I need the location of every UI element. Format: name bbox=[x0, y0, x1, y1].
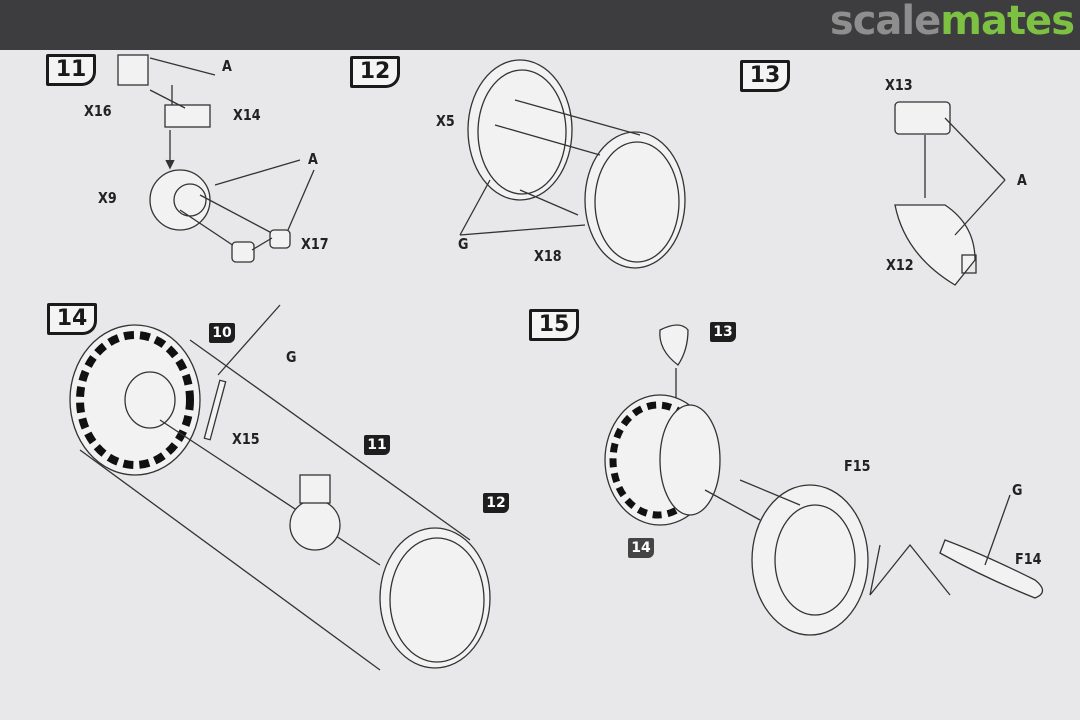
step-13-drawing bbox=[894, 101, 1006, 286]
part-label: X13 bbox=[885, 76, 913, 94]
step-number-11: 11 bbox=[46, 54, 96, 86]
step-11-drawing bbox=[117, 54, 315, 263]
step-14-drawing bbox=[69, 304, 491, 671]
step-number-12: 12 bbox=[350, 56, 400, 88]
watermark-banner: scalemates bbox=[0, 0, 1080, 50]
step-12-drawing bbox=[459, 59, 686, 269]
step-number-14: 14 bbox=[47, 303, 97, 335]
part-label: A bbox=[308, 150, 318, 168]
step-ref-13: 13 bbox=[710, 322, 736, 342]
part-label: F15 bbox=[844, 457, 871, 475]
part-label: G bbox=[1012, 481, 1023, 499]
part-label: X18 bbox=[534, 247, 562, 265]
part-label: G bbox=[286, 348, 297, 366]
part-label: X17 bbox=[301, 235, 329, 253]
step-15-drawing bbox=[604, 324, 1044, 636]
part-label: F14 bbox=[1015, 550, 1042, 568]
step-number-15: 15 bbox=[529, 309, 579, 341]
scalemates-logo: scalemates bbox=[829, 0, 1075, 44]
step-ref-14: 14 bbox=[628, 538, 654, 558]
part-label: X9 bbox=[98, 189, 117, 207]
part-label: X16 bbox=[84, 102, 112, 120]
assembly-diagram bbox=[69, 54, 1044, 671]
step-ref-12: 12 bbox=[483, 493, 509, 513]
step-ref-11: 11 bbox=[364, 435, 390, 455]
part-label: A bbox=[222, 57, 232, 75]
part-label: X12 bbox=[886, 256, 914, 274]
part-label: X14 bbox=[233, 106, 261, 124]
part-label: A bbox=[1017, 171, 1027, 189]
part-label: X5 bbox=[436, 112, 455, 130]
step-number-13: 13 bbox=[740, 60, 790, 92]
step-ref-10: 10 bbox=[209, 323, 235, 343]
part-label: X15 bbox=[232, 430, 260, 448]
part-label: G bbox=[458, 235, 469, 253]
